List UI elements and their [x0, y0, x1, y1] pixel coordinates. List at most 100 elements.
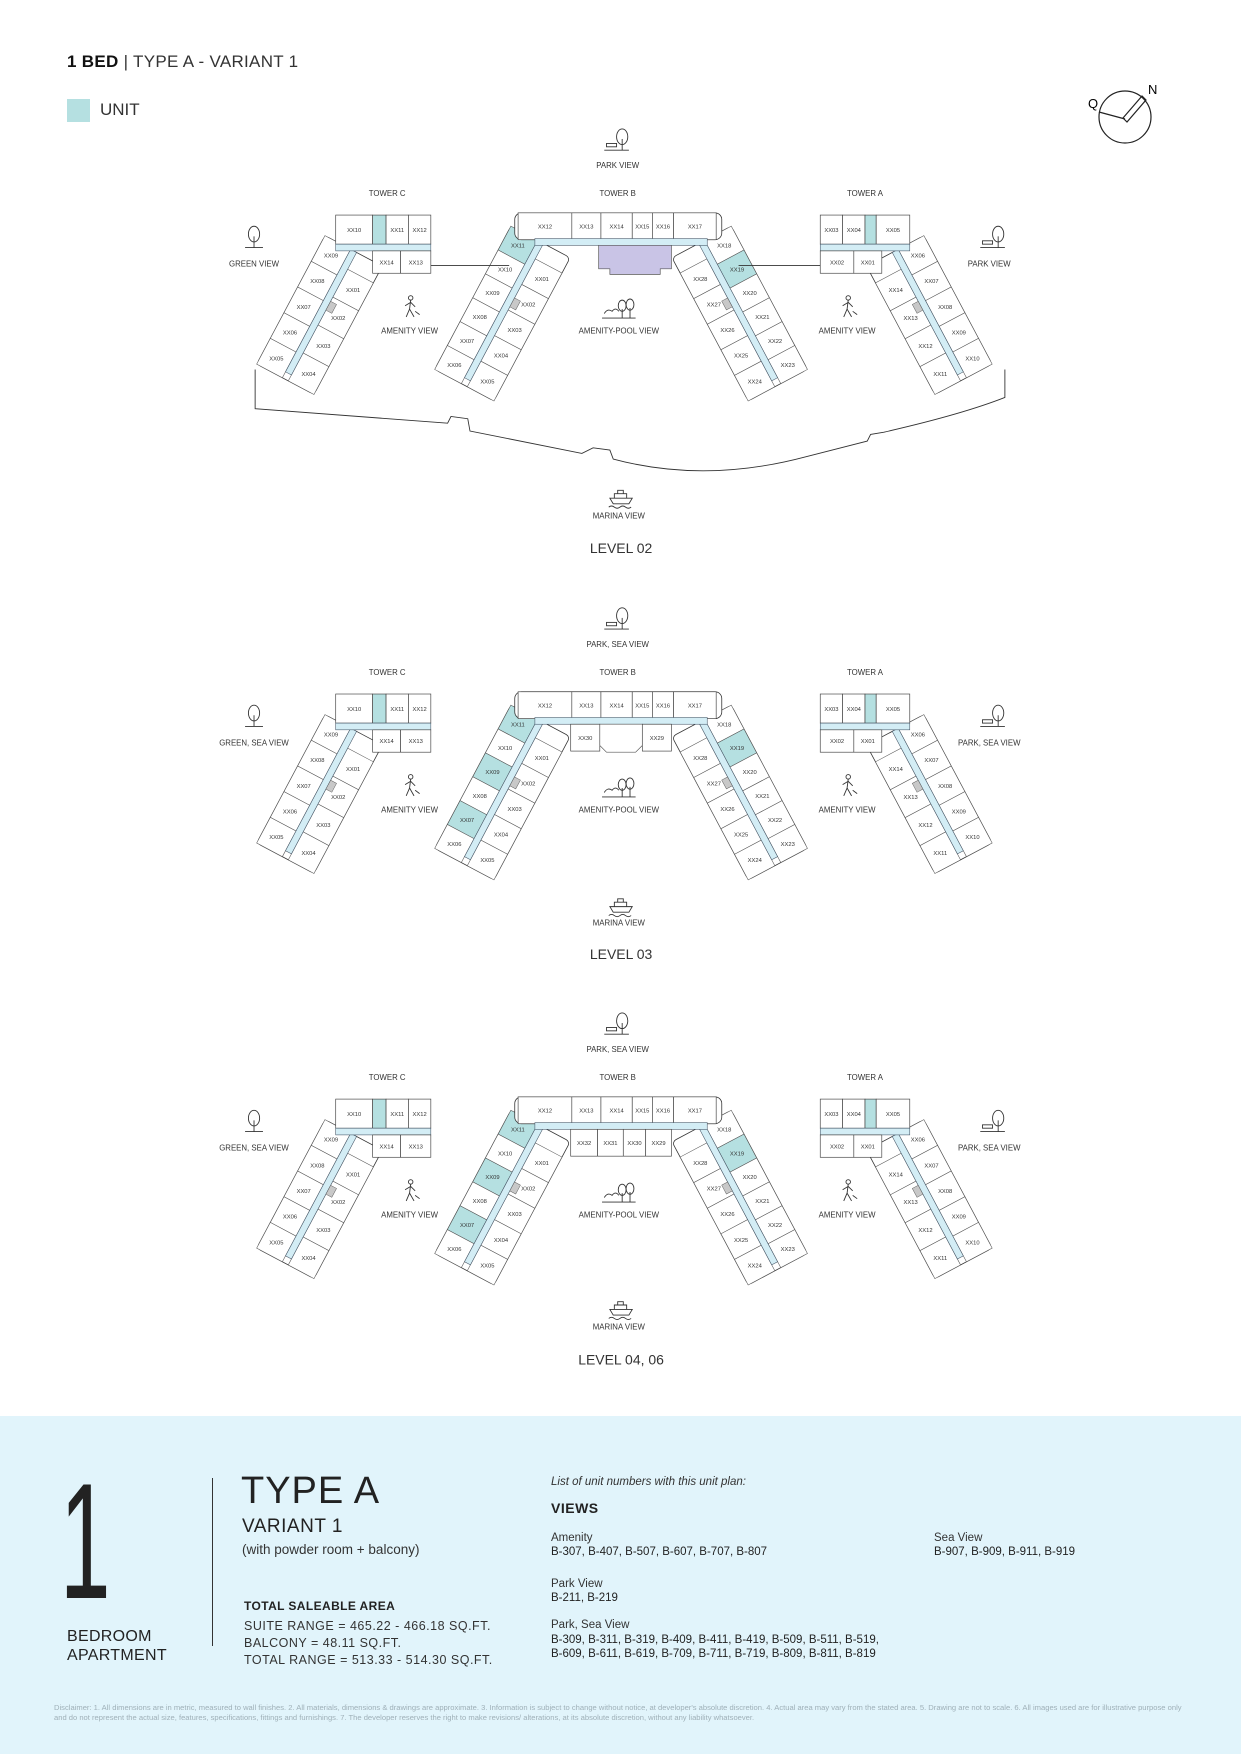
unit-label: XX14: [380, 260, 395, 266]
tree-icon: [245, 225, 263, 248]
unit-label: XX06: [283, 810, 297, 816]
unit-cell: [335, 214, 373, 245]
unit-label: XX03: [508, 807, 522, 813]
tower-c-label: TOWER C: [369, 189, 406, 198]
unit-label: XX07: [460, 339, 474, 345]
park-icon: [604, 1012, 629, 1035]
unit-label: XX27: [707, 781, 721, 787]
unit-label: XX04: [301, 851, 316, 857]
person-icon: [842, 774, 858, 797]
unit-type: TYPE A: [241, 1470, 381, 1512]
unit-cell: [864, 1098, 877, 1129]
unit-cell: [517, 1096, 573, 1125]
unit-label: XX10: [965, 835, 979, 841]
unit-label: XX08: [473, 1199, 487, 1205]
service-core: [325, 1184, 337, 1198]
unit-label: XX07: [297, 305, 311, 311]
dog: [414, 310, 420, 316]
park-icon: [604, 607, 629, 630]
unit-label: XX03: [824, 707, 838, 713]
unit-cell: [641, 723, 672, 752]
unit-label: XX27: [707, 1187, 721, 1193]
unit-label: XX18: [717, 1127, 731, 1133]
unit-label: XX17: [688, 703, 702, 709]
unit-label: XX24: [748, 379, 763, 385]
person-body: [842, 1184, 854, 1202]
unit-cell: [864, 693, 877, 724]
person-body: [404, 1184, 416, 1202]
unit-label: XX13: [409, 1144, 423, 1150]
unit-label: XX03: [824, 1112, 838, 1118]
unit-label: XX14: [889, 767, 904, 773]
pool-lines: [602, 1191, 636, 1203]
unit-label: XX01: [535, 277, 549, 283]
unit-label: XX09: [952, 810, 966, 816]
unit-label: XX10: [965, 1240, 979, 1246]
person-icon: [842, 295, 858, 318]
unit-label: XX17: [688, 224, 702, 230]
unit-label: XX12: [538, 224, 552, 230]
unit-label: XX24: [748, 1263, 763, 1269]
unit-cell: [853, 250, 883, 274]
corridor: [819, 722, 911, 731]
unit-label: XX11: [933, 1256, 947, 1262]
unit-label: XX16: [656, 1109, 670, 1115]
unit-label: XX11: [511, 722, 525, 728]
unit-label: XX04: [494, 354, 509, 360]
views-heading: VIEWS: [551, 1500, 599, 1516]
unit-label: XX27: [707, 303, 721, 309]
view-label-left: GREEN VIEW: [229, 260, 280, 269]
unit-label: XX24: [748, 858, 763, 864]
unit-label: XX12: [918, 344, 932, 350]
unit-label: XX03: [316, 344, 330, 350]
tower-wing: XX18XX19XX20XX21XX22XX23XX28XX27XX26XX25…: [673, 1109, 808, 1286]
unit-label: XX07: [924, 758, 938, 764]
unit-variant: VARIANT 1: [242, 1516, 343, 1537]
corridor: [534, 717, 708, 725]
unit-label: XX11: [511, 1127, 525, 1133]
unit-label: XX13: [579, 224, 593, 230]
unit-label: XX12: [918, 823, 932, 829]
unit-cell: [853, 1134, 883, 1158]
unit-label: XX01: [861, 260, 875, 266]
unit-label: XX05: [269, 835, 283, 841]
unit-label: XX03: [508, 328, 522, 334]
unit-label: XX26: [720, 807, 734, 813]
unit-label: XX10: [347, 707, 361, 713]
unit-label: XX15: [635, 1109, 649, 1115]
unit-label: XX06: [283, 1215, 297, 1221]
unit-label: XX09: [952, 1215, 966, 1221]
tower-wing: XX11XX10XX09XX08XX07XX06XX01XX02XX03XX04…: [434, 1109, 569, 1286]
bench-seat: [982, 240, 994, 245]
unit-cell: [372, 1098, 387, 1129]
unit-label: XX11: [933, 851, 947, 857]
unit-label: XX09: [324, 254, 338, 260]
unit-label: XX08: [310, 1163, 324, 1169]
unit-label: XX22: [768, 339, 782, 345]
unit-label: XX05: [480, 1263, 494, 1269]
service-core: [911, 779, 924, 793]
unit-label: XX05: [480, 379, 494, 385]
tower-a-label: TOWER A: [847, 668, 884, 677]
unit-cell: [570, 1128, 598, 1157]
view-label-left: GREEN, SEA VIEW: [219, 738, 289, 747]
unit-label: XX18: [717, 243, 731, 249]
title-bed: 1 BED: [67, 52, 119, 71]
person-body: [404, 300, 416, 318]
unit-label: XX01: [861, 739, 875, 745]
tower-wing: XX18XX19XX20XX21XX22XX23XX28XX27XX26XX25…: [673, 225, 808, 402]
unit-label: XX14: [889, 288, 904, 294]
unit-label: XX02: [331, 795, 345, 801]
service-core: [721, 776, 733, 790]
unit-label: XX06: [911, 1138, 925, 1144]
person-head: [407, 295, 414, 301]
unit-cell: [571, 212, 602, 241]
unit-label: XX12: [538, 703, 552, 709]
unit-label: XX09: [952, 331, 966, 337]
unit-summary-panel: [0, 1416, 1241, 1754]
service-core: [911, 1184, 924, 1198]
unit-label: XX06: [911, 732, 925, 738]
